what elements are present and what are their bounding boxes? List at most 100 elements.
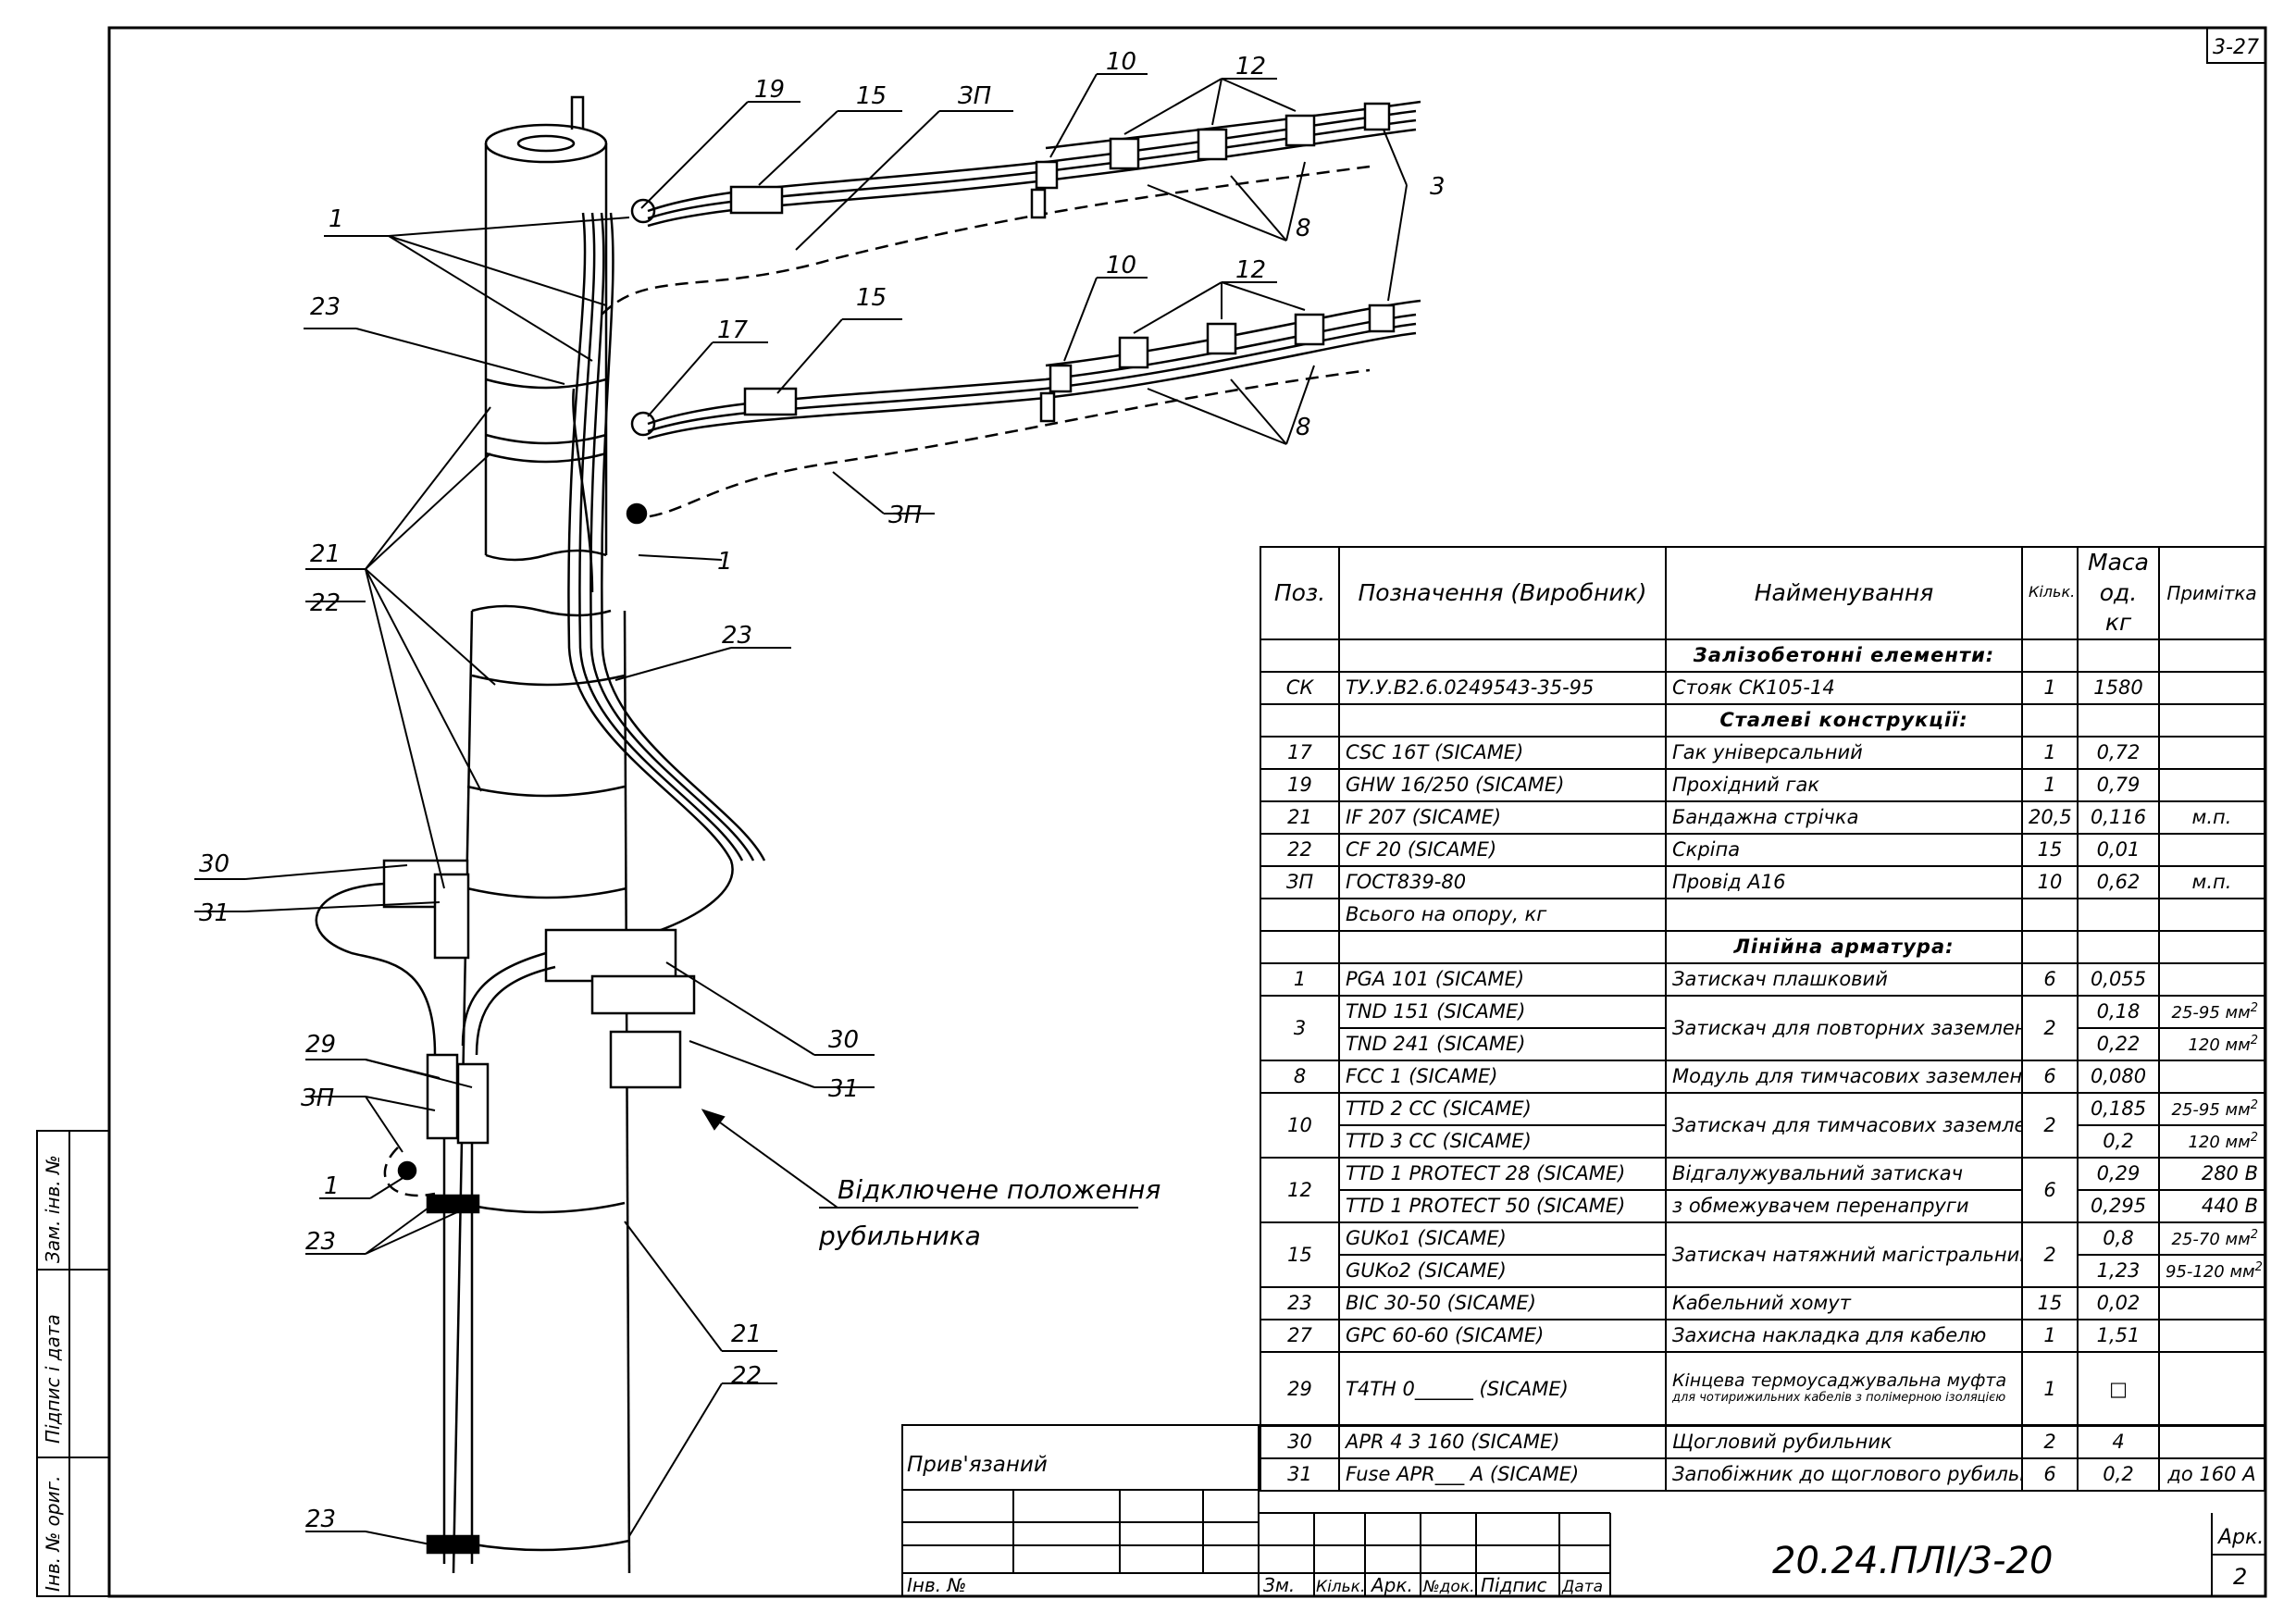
note-cell: 120 мм2 xyxy=(2158,1026,2265,1061)
callout-21-bottom: 21 xyxy=(731,1320,762,1348)
pos-cell: 10 xyxy=(1260,1091,1340,1159)
designation-cell xyxy=(1338,638,1667,673)
name-cell: з обмежувачем перенапруги xyxy=(1665,1188,2023,1223)
pos-cell: 31 xyxy=(1260,1457,1340,1492)
side-strip-text: Зам. інв. № Підпис і дата Інв. № ориг. xyxy=(42,1155,64,1592)
table-row: Всього на опору, кг xyxy=(1260,897,2265,932)
pos-cell: 29 xyxy=(1260,1350,1340,1427)
callout-3: 3 xyxy=(1430,173,1446,201)
qty-cell: 20,5 xyxy=(2021,800,2079,835)
bound-label: Прив'язаний xyxy=(907,1453,1048,1477)
note-cell xyxy=(2158,929,2265,964)
pos-cell: 15 xyxy=(1260,1221,1340,1288)
note-cell: 440 В xyxy=(2158,1188,2265,1223)
note-cell xyxy=(2158,1285,2265,1320)
qty-cell: 2 xyxy=(2021,1091,2079,1159)
square-superscript: 2 xyxy=(2250,1097,2258,1112)
sheet-code-box xyxy=(2206,27,2266,64)
mass-cell: 1,51 xyxy=(2077,1318,2160,1353)
designation-cell: T4TH 0______ (SICAME) xyxy=(1338,1350,1667,1427)
designation-cell: GUKo2 (SICAME) xyxy=(1338,1253,1667,1288)
callout-22-bottom: 22 xyxy=(731,1362,762,1390)
pos-cell: 27 xyxy=(1260,1318,1340,1353)
name-cell: Щогловий рубильник xyxy=(1665,1424,2023,1459)
callout-1-bottom: 1 xyxy=(324,1172,340,1200)
mass-cell: 0,185 xyxy=(2077,1091,2160,1126)
mass-cell: 0,72 xyxy=(2077,735,2160,770)
designation-cell: FCC 1 (SICAME) xyxy=(1338,1059,1667,1094)
qty-cell: 15 xyxy=(2021,1285,2079,1320)
mass-cell: 0,62 xyxy=(2077,864,2160,899)
qty-cell: 6 xyxy=(2021,1457,2079,1492)
designation-cell: IF 207 (SICAME) xyxy=(1338,800,1667,835)
note-cell: 280 В xyxy=(2158,1156,2265,1191)
callout-zp-top: ЗП xyxy=(958,82,991,110)
table-row: Сталеві конструкції: xyxy=(1260,702,2265,738)
note-cell: 95-120 мм2 xyxy=(2158,1253,2265,1288)
name-cell: Гак універсальний xyxy=(1665,735,2023,770)
callout-31-left: 31 xyxy=(199,899,230,927)
name-cell xyxy=(1665,897,2023,932)
qty-cell: 2 xyxy=(2021,994,2079,1061)
name-cell: Бандажна стрічка xyxy=(1665,800,2023,835)
name-cell: Модуль для тимчасових заземлень xyxy=(1665,1059,2023,1094)
mass-cell: 0,295 xyxy=(2077,1188,2160,1223)
note-cell xyxy=(2158,897,2265,932)
designation-cell: PGA 101 (SICAME) xyxy=(1338,961,1667,997)
note-cell xyxy=(2158,1318,2265,1353)
callout-15-top: 15 xyxy=(856,82,887,110)
designation-cell: CSC 16T (SICAME) xyxy=(1338,735,1667,770)
col-change: Зм. xyxy=(1263,1574,1295,1596)
name-cell: Запобіжник до щоглового рубильника xyxy=(1665,1457,2023,1492)
name-line-1: Кінцева термоусаджувальна муфта xyxy=(1672,1370,2007,1392)
note-cell xyxy=(2158,702,2265,738)
note-cell xyxy=(2158,832,2265,867)
mass-cell xyxy=(2077,897,2160,932)
pos-cell: 23 xyxy=(1260,1285,1340,1320)
designation-cell: TTD 1 PROTECT 50 (SICAME) xyxy=(1338,1188,1667,1223)
side-strip xyxy=(36,1130,110,1597)
pos-cell: 3 xyxy=(1260,994,1340,1061)
note-cell xyxy=(2158,670,2265,705)
callout-23-top: 23 xyxy=(310,293,341,321)
callout-8-top: 8 xyxy=(1296,215,1311,242)
name-cell: Скріпа xyxy=(1665,832,2023,867)
callout-zp-middle: ЗП xyxy=(888,502,922,529)
mass-cell: 0,01 xyxy=(2077,832,2160,867)
name-line-2: для чотирижильних кабелів з полімерною і… xyxy=(1672,1390,2006,1405)
table-row: TTD 1 PROTECT 50 (SICAME)з обмежувачем п… xyxy=(1260,1188,2265,1223)
designation-cell: TND 151 (SICAME) xyxy=(1338,994,1667,1029)
mass-cell: 4 xyxy=(2077,1424,2160,1459)
mass-cell: 0,18 xyxy=(2077,994,2160,1029)
table-row: Залізобетонні елементи: xyxy=(1260,638,2265,673)
callout-30-right: 30 xyxy=(828,1026,859,1054)
note-cell: м.п. xyxy=(2158,800,2265,835)
designation-cell: TTD 1 PROTECT 28 (SICAME) xyxy=(1338,1156,1667,1191)
callout-23-middle: 23 xyxy=(722,622,752,650)
col-qty: Кільк. xyxy=(1316,1578,1365,1596)
note-cell: 25-70 мм2 xyxy=(2158,1221,2265,1256)
name-cell: Провід А16 xyxy=(1665,864,2023,899)
header-designation: Позначення (Виробник) xyxy=(1338,546,1667,640)
col-sheet: Арк. xyxy=(1370,1574,1413,1596)
designation-cell: GHW 16/250 (SICAME) xyxy=(1338,767,1667,802)
name-cell: Затискач плашковий xyxy=(1665,961,2023,997)
mass-cell xyxy=(2077,702,2160,738)
mass-cell: □ xyxy=(2077,1350,2160,1427)
callout-17: 17 xyxy=(717,316,749,344)
note-cell: до 160 А xyxy=(2158,1457,2265,1492)
inventory-number-label: Інв. № xyxy=(907,1574,966,1596)
leader-lines xyxy=(194,73,1408,1546)
note-cell: 25-95 мм2 xyxy=(2158,1091,2265,1126)
pos-cell: 12 xyxy=(1260,1156,1340,1223)
orig-inv-label: Інв. № ориг. xyxy=(42,1476,64,1592)
designation-cell: ТУ.У.В2.6.0249543-35-95 xyxy=(1338,670,1667,705)
pos-cell: 8 xyxy=(1260,1059,1340,1094)
